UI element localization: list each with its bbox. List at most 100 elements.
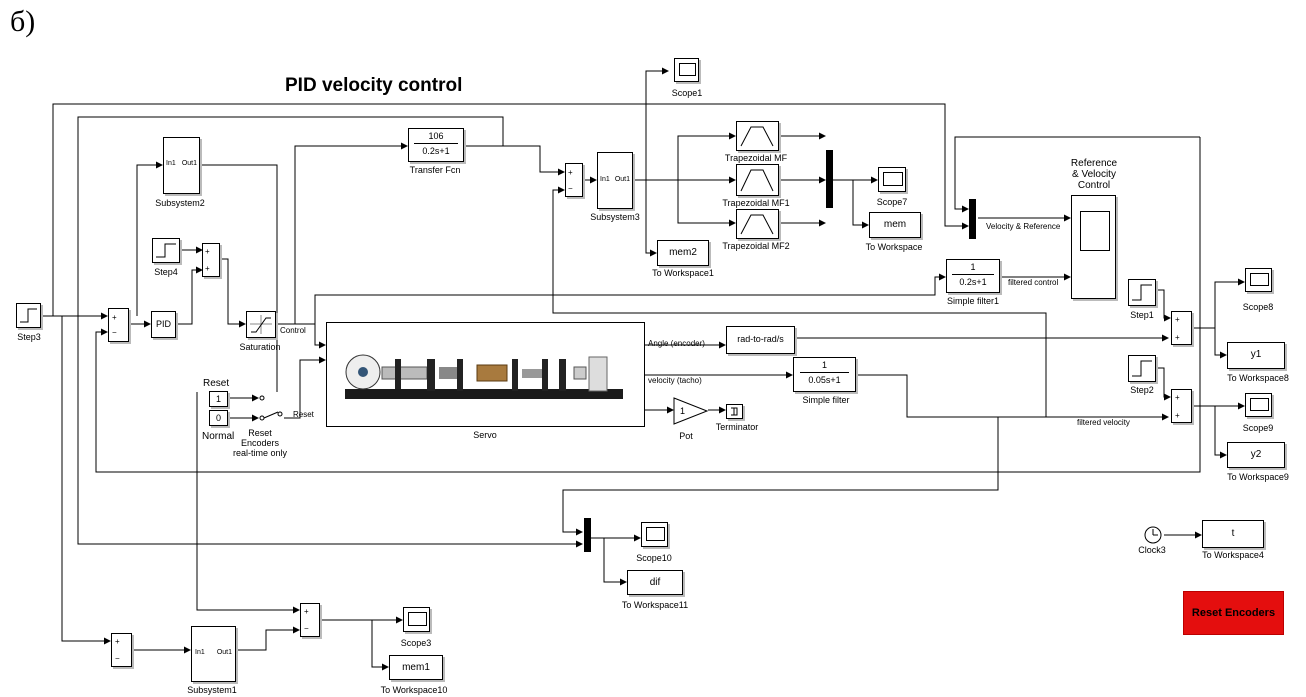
scope7-block[interactable] [878,167,906,192]
reset-constant-1[interactable]: 1 [209,391,228,407]
subsystem3-block[interactable]: In1 Out1 [597,152,633,209]
simple-filter-block[interactable]: 1 0.05s+1 [793,357,856,392]
filter-fraction: 1 0.05s+1 [800,359,849,385]
pid-block[interactable]: PID [151,311,176,338]
step1-block[interactable] [1128,279,1156,306]
mux-block[interactable] [826,150,833,208]
scope8-label: Scope8 [1243,302,1274,312]
step4-label: Step4 [154,267,178,277]
to-workspace10-label: To Workspace10 [381,685,448,695]
pot-label: Pot [679,431,693,441]
terminator-block[interactable] [726,404,743,419]
terminator-label: Terminator [716,422,759,432]
saturation-block[interactable] [246,311,276,338]
step4-block[interactable] [152,238,180,263]
scope3-block[interactable] [403,607,430,632]
sum-block[interactable]: ++ [1171,311,1192,345]
in-port-label: In1 [600,176,610,183]
scope10-label: Scope10 [636,553,672,563]
sum-block[interactable]: +− [111,633,132,667]
scope-icon [408,612,427,626]
filtered-control-signal-label: filtered control [1008,278,1058,288]
to-workspace4-label: To Workspace4 [1202,550,1264,560]
scope9-block[interactable] [1245,393,1272,417]
to-workspace-dif-block[interactable]: dif [627,570,683,595]
scope9-label: Scope9 [1243,423,1274,433]
pot-gain-value: 1 [680,406,685,416]
ref-vel-control-label: Reference & Velocity Control [1071,158,1117,191]
pot-gain-block[interactable]: 1 [673,397,709,425]
sum-block[interactable]: +− [565,163,583,197]
filtered-velocity-signal-label: filtered velocity [1077,418,1130,428]
denominator: 0.05s+1 [800,373,849,385]
mux-block[interactable] [969,199,976,239]
filter-fraction: 1 0.2s+1 [952,261,994,287]
gain-text: rad-to-rad/s [727,334,794,344]
variable-name: mem1 [390,662,442,673]
rad-to-rads-block[interactable]: rad-to-rad/s [726,326,795,354]
saturation-icon [247,312,275,337]
out-port-label: Out1 [615,176,630,183]
trapezoidal-mf1-block[interactable] [736,164,779,196]
trapezoidal-mf-block[interactable] [736,121,779,151]
step2-label: Step2 [1130,385,1154,395]
subsystem2-label: Subsystem2 [155,198,205,208]
to-workspace9-label: To Workspace9 [1227,472,1289,482]
scope-icon [1250,273,1269,286]
scope-icon [883,172,903,186]
trapezoidal-mf1-label: Trapezoidal MF1 [722,198,789,208]
servo-label: Servo [473,430,497,440]
simple-filter1-block[interactable]: 1 0.2s+1 [946,259,1000,293]
trapezoid-icon [737,165,778,195]
variable-name: y1 [1228,349,1284,360]
variable-name: t [1203,528,1263,539]
subsystem1-block[interactable]: In1 Out1 [191,626,236,682]
normal-label: Normal [202,432,234,442]
step1-label: Step1 [1130,310,1154,320]
step2-block[interactable] [1128,355,1156,382]
step-icon [1129,356,1155,381]
in-port-label: In1 [195,649,205,656]
scope10-block[interactable] [641,522,668,547]
mux-block[interactable] [584,518,591,552]
numerator: 1 [800,359,849,373]
to-workspace-label: To Workspace [866,242,923,252]
scope-icon [1080,211,1110,251]
to-workspace-mem1-block[interactable]: mem1 [389,655,443,680]
sum-block[interactable]: +− [108,308,129,342]
scope8-block[interactable] [1245,268,1272,292]
subsystem2-block[interactable]: In1 Out1 [163,137,200,194]
step-icon [1129,280,1155,305]
trapezoidal-mf2-block[interactable] [736,209,779,239]
constant-value: 0 [210,413,227,423]
reset-constant-0[interactable]: 0 [209,410,228,426]
transfer-fcn-block[interactable]: 106 0.2s+1 [408,128,464,162]
to-workspace-y1-block[interactable]: y1 [1227,342,1285,369]
sum-block[interactable]: ++ [202,243,220,277]
pid-text: PID [152,319,175,329]
to-workspace-mem2-block[interactable]: mem2 [657,240,709,266]
subsystem3-label: Subsystem3 [590,212,640,222]
subsystem1-label: Subsystem1 [187,685,237,695]
clock-icon[interactable] [1143,525,1165,545]
out-port-label: Out1 [182,160,197,167]
terminator-icon [727,405,742,418]
step3-block[interactable] [16,303,41,328]
to-workspace-t-block[interactable]: t [1202,520,1264,548]
reset-encoders-button[interactable]: Reset Encoders [1183,591,1284,635]
variable-name: mem2 [658,247,708,258]
scope-icon [1250,398,1269,411]
ref-vel-control-scope[interactable] [1071,195,1116,299]
sum-block[interactable]: ++ [1171,389,1192,423]
to-workspace-y2-block[interactable]: y2 [1227,442,1285,468]
scope1-block[interactable] [674,58,699,82]
trapezoid-icon [737,122,778,150]
clock3-label: Clock3 [1138,545,1166,555]
transfer-fcn-fraction: 106 0.2s+1 [414,130,458,156]
to-workspace-mem-block[interactable]: mem [869,212,921,238]
servo-block[interactable] [326,322,645,427]
scope1-label: Scope1 [672,88,703,98]
sum-block[interactable]: +− [300,603,320,637]
denominator: 0.2s+1 [414,144,458,156]
